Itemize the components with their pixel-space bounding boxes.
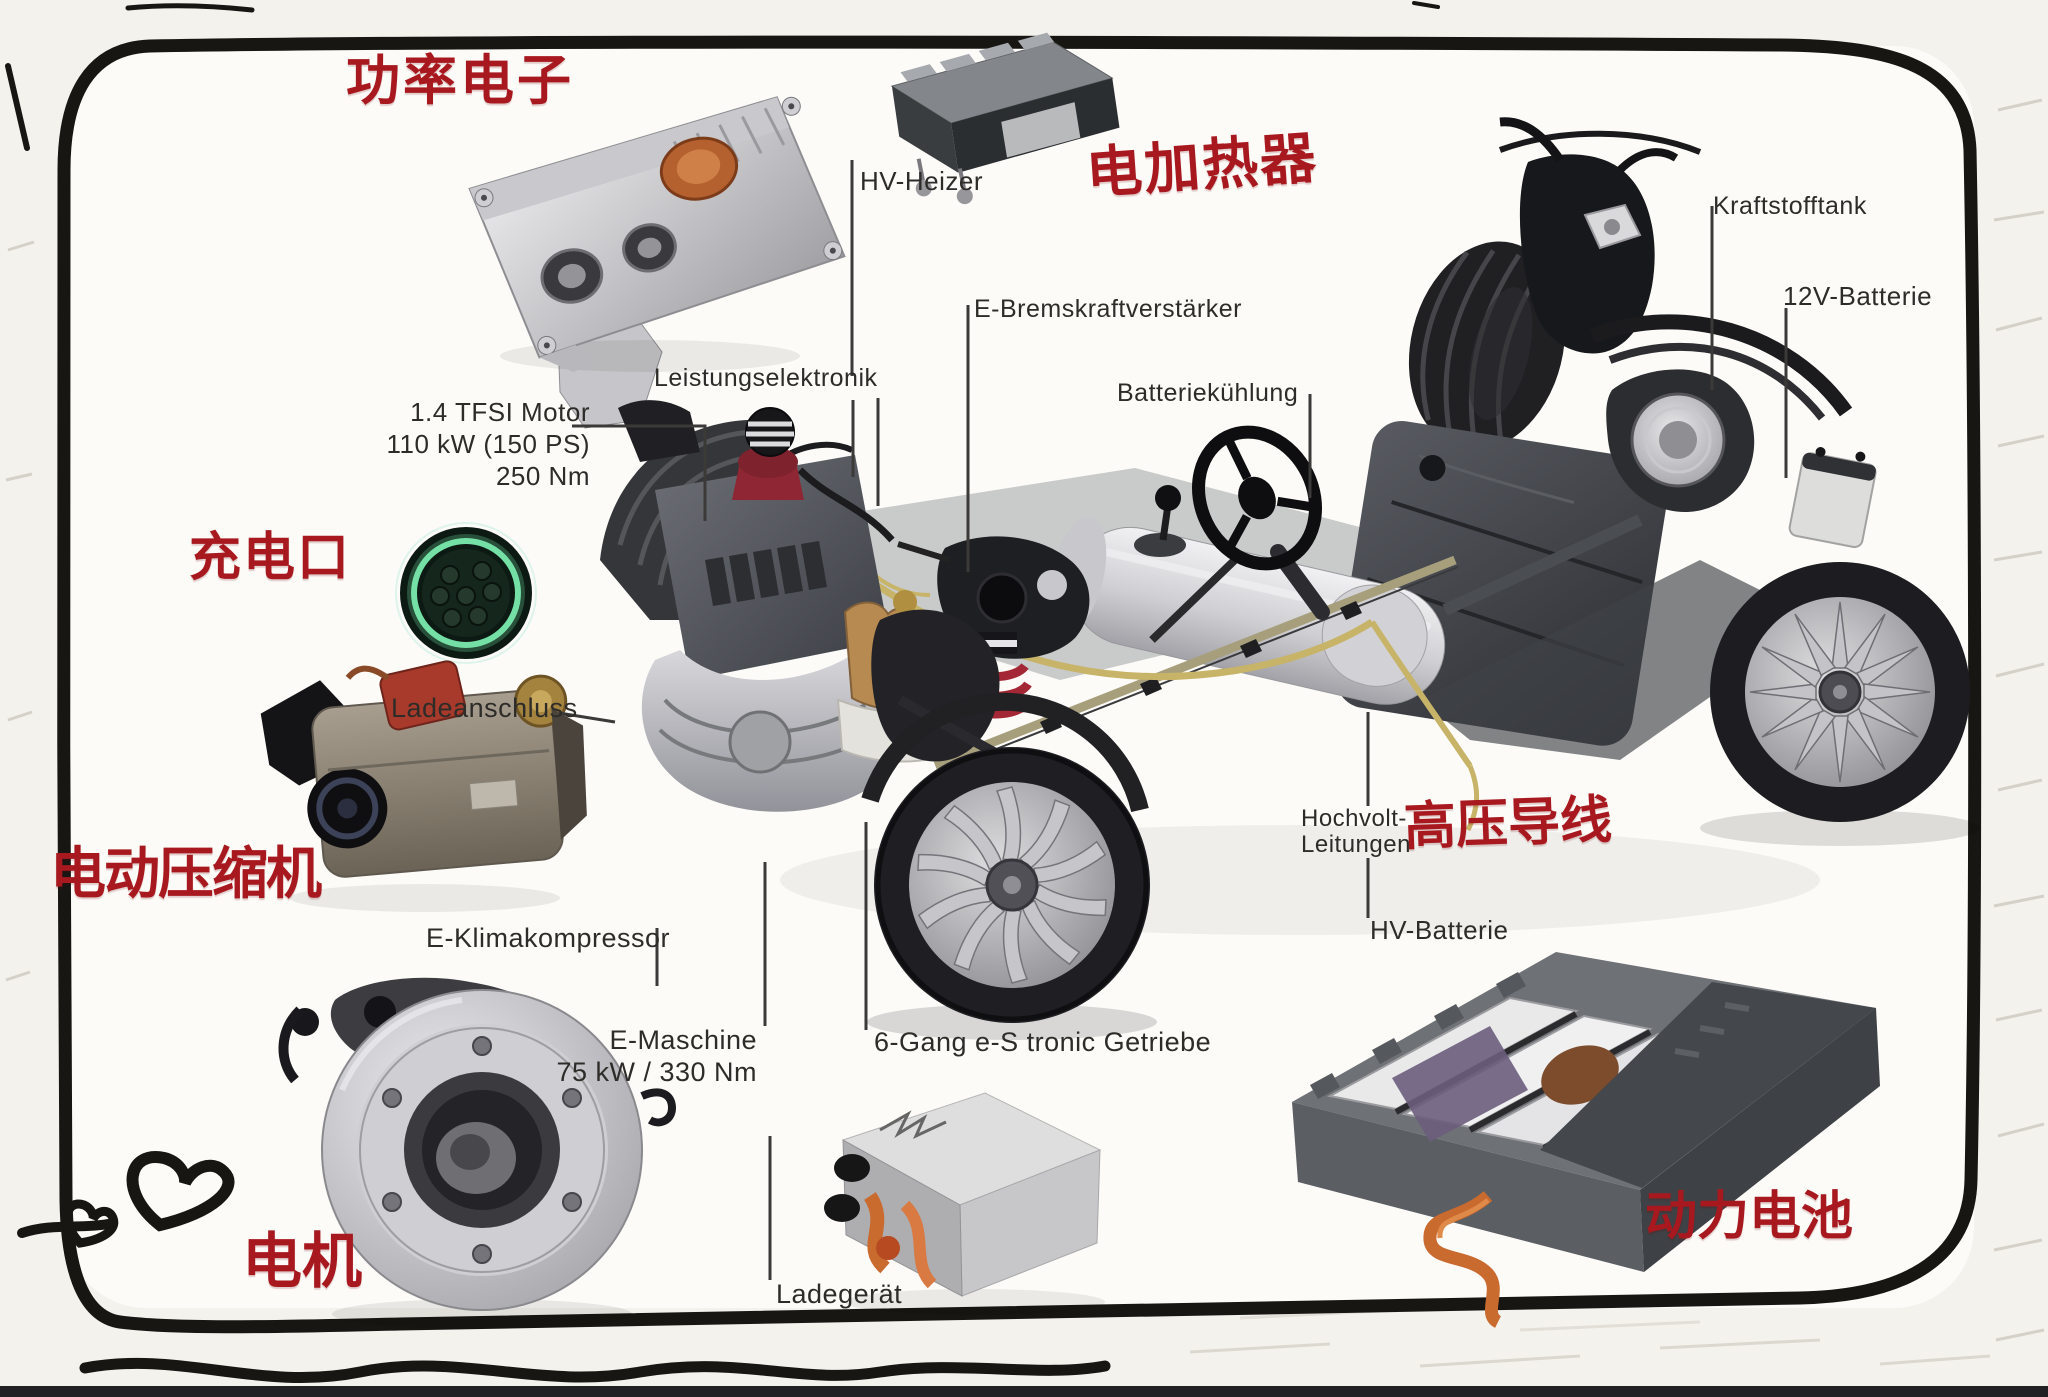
label-engine-name: 1.4 TFSI Motor <box>410 397 590 427</box>
hv-battery-pack <box>1292 952 1880 1328</box>
charger-orange-cables <box>863 1192 937 1289</box>
car-chassis <box>557 117 1980 1040</box>
rear-left-tire <box>1408 241 1566 451</box>
sill-rail <box>933 555 1459 773</box>
rear-strut-tower <box>1498 117 1702 354</box>
label-engine-torque: 250 Nm <box>495 461 590 491</box>
gear-shifter <box>1134 485 1186 557</box>
aux-battery-12v <box>1788 446 1877 549</box>
label-traction-battery-zh: 动力电池 <box>1645 1188 1854 1246</box>
chassis-arm <box>1442 514 1643 616</box>
rear-subframe-bar <box>1589 314 1853 417</box>
gearbox-housing <box>641 650 900 812</box>
heart-doodles <box>17 1151 235 1248</box>
label-charging-socket: Ladeanschluss <box>391 693 578 723</box>
label-fuel-tank: Kraftstofftank <box>1713 192 1867 220</box>
label-hv-lines-2: Leitungen <box>1301 831 1411 858</box>
label-hv-lines-1: Hochvolt- <box>1301 805 1407 832</box>
label-hv-lines: Hochvolt- Leitungen <box>1301 806 1411 858</box>
label-gearbox: 6-Gang e-S tronic Getriebe <box>874 1027 1212 1057</box>
ink-marks <box>5 1 1440 151</box>
bottom-edge-strip <box>0 1386 2048 1397</box>
front-suspension <box>871 609 1000 762</box>
wavy-underline <box>79 1357 1111 1383</box>
label-battery-cooling: Batteriekühlung <box>1117 379 1299 407</box>
label-e-machine-name: E-Maschine <box>609 1025 757 1055</box>
rear-right-wheel <box>1710 562 1970 822</box>
label-brake-booster: E-Bremskraftverstärker <box>974 295 1242 323</box>
charging-port <box>395 522 537 664</box>
label-electric-motor-zh: 电机 <box>242 1228 362 1295</box>
front-black-cowl <box>618 400 700 462</box>
hv-heater-unit <box>890 32 1120 205</box>
label-e-machine-specs: E-Maschine 75 kW / 330 Nm <box>553 1024 757 1088</box>
rear-underbody <box>1420 560 1820 760</box>
label-ac-compressor: E-Klimakompressor <box>426 923 671 953</box>
label-power-electronics-de: Leistungselektronik <box>654 364 878 392</box>
leader-charging-socket <box>558 711 616 724</box>
label-engine-power: 110 kW (150 PS) <box>386 429 590 459</box>
label-engine-specs: 1.4 TFSI Motor 110 kW (150 PS) 250 Nm <box>366 396 590 492</box>
leader-engine <box>572 424 707 521</box>
label-power-electronics-zh: 功率电子 <box>346 51 574 111</box>
strut-mount <box>732 407 804 500</box>
hand-drawn-border <box>56 35 1982 1334</box>
rear-drive-unit <box>1606 369 1755 513</box>
label-hv-wires-zh: 高压导线 <box>1403 791 1613 857</box>
power-electronics-unit <box>468 96 846 373</box>
label-charging-port-zh: 充电口 <box>189 529 352 587</box>
e-compressor-unit <box>260 660 587 878</box>
label-hv-battery: HV-Batterie <box>1370 915 1509 945</box>
brake-booster-unit <box>897 536 1090 659</box>
e-motor-unit <box>278 977 677 1311</box>
label-electric-heater-zh: 电加热器 <box>1084 125 1320 206</box>
rear-subframe-bar2 <box>1608 342 1826 421</box>
charger-unit <box>824 1092 1102 1297</box>
engine-cover <box>655 441 895 680</box>
label-charger: Ladegerät <box>776 1279 903 1309</box>
label-e-machine-power: 75 kW / 330 Nm <box>556 1057 757 1087</box>
label-aux-battery: 12V-Batterie <box>1783 281 1933 311</box>
pencil-hatching <box>5 98 2045 1368</box>
front-left-wheel <box>874 747 1150 1023</box>
steering-wheel <box>1149 425 1330 643</box>
leader-lines <box>558 160 1788 1280</box>
label-hv-heater: HV-Heizer <box>860 166 983 196</box>
label-electric-compressor-zh: 电动压缩机 <box>50 842 322 905</box>
battery-orange-cable <box>1423 1190 1502 1328</box>
fender-arc <box>861 692 1149 813</box>
